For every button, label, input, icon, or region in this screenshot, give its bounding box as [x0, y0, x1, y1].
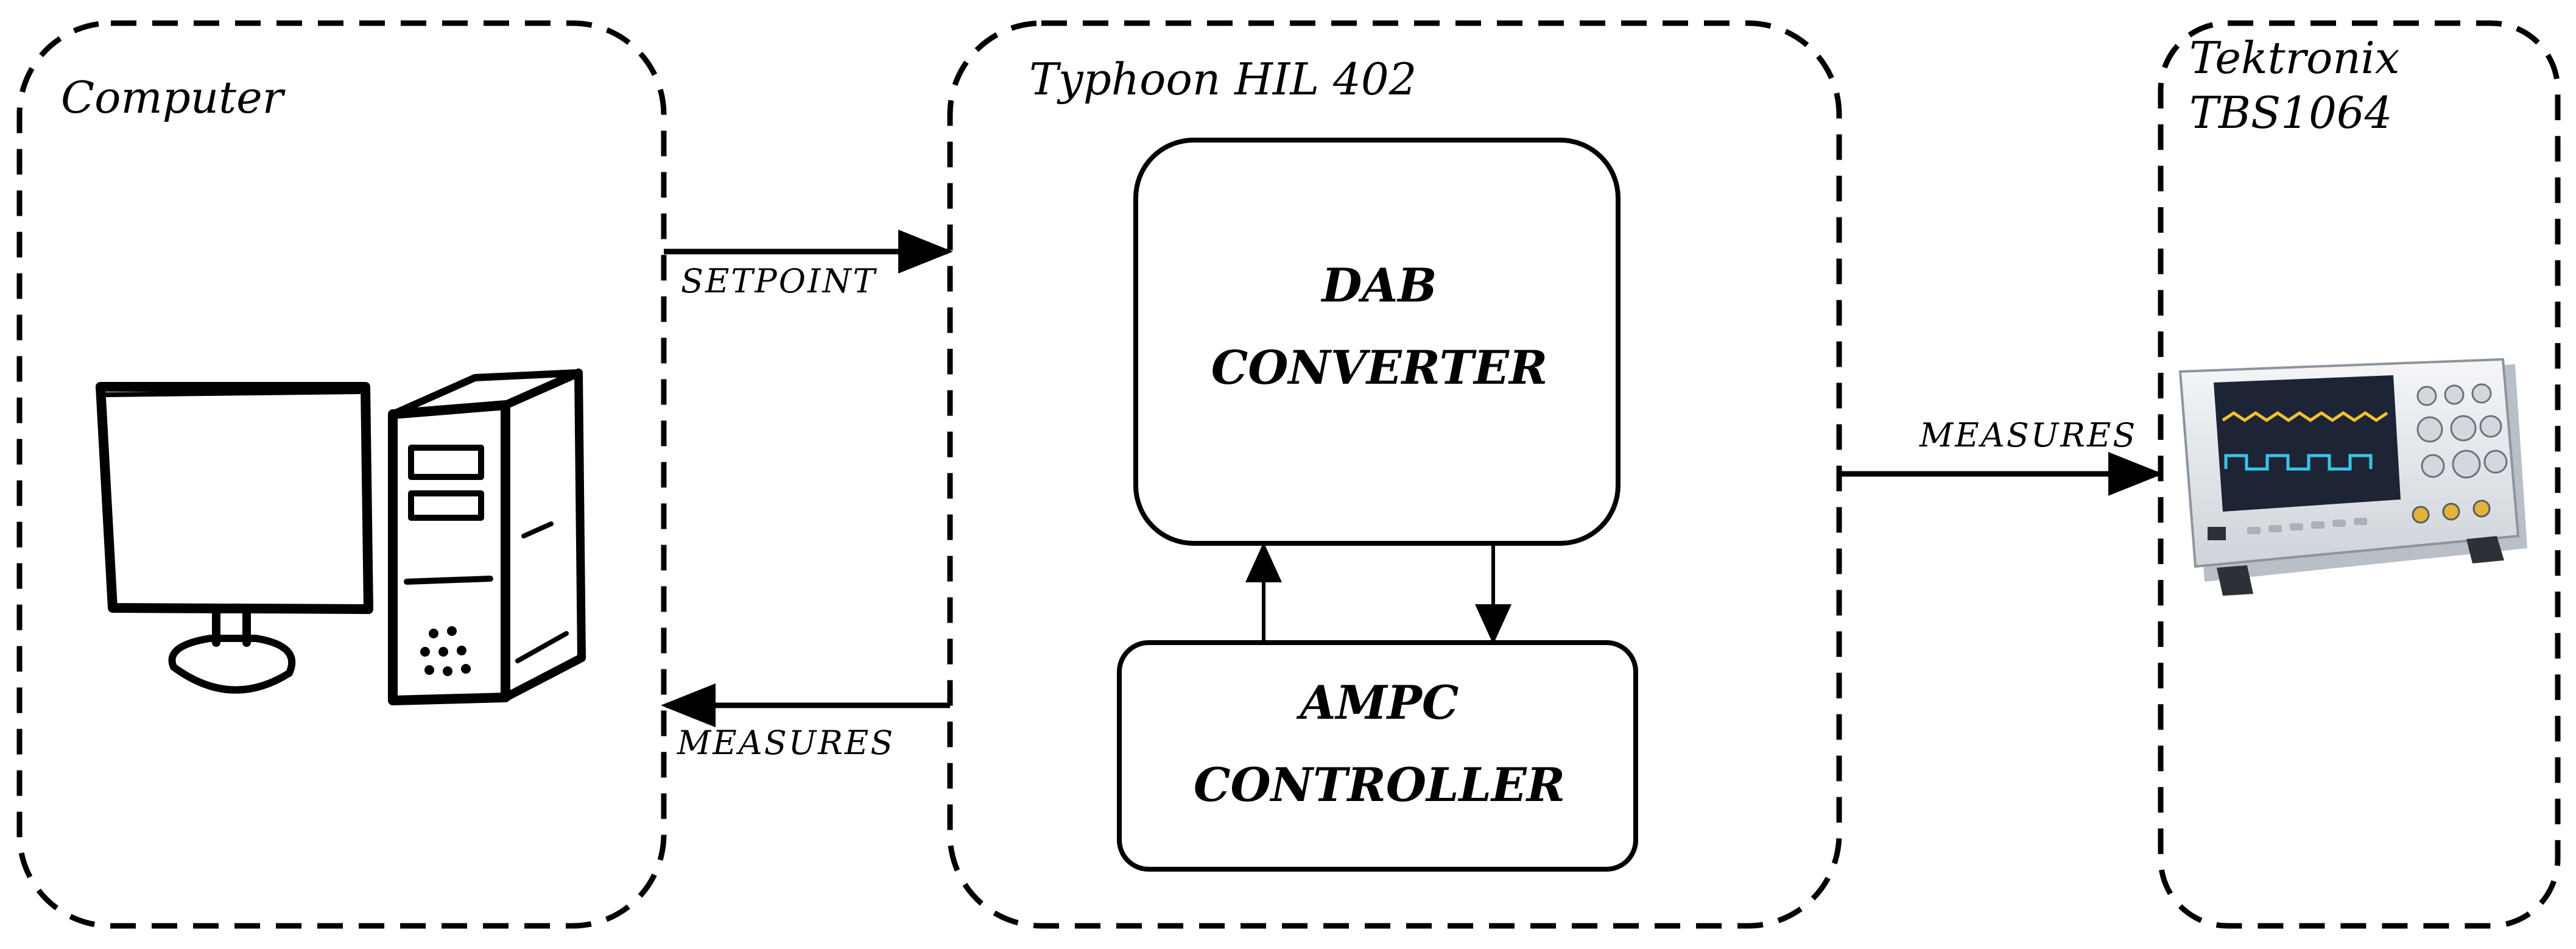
- ampc-controller-block: [1117, 640, 1638, 872]
- ampc-controller-label-line1: AMPC: [1297, 676, 1459, 730]
- tektronix-group-label-line2: TBS1064: [2189, 87, 2393, 138]
- computer-group-box: [16, 20, 667, 929]
- tektronix-group-label-line1: Tektronix: [2189, 32, 2399, 83]
- ampc-controller-label-line2: CONTROLLER: [1194, 758, 1565, 812]
- measures-to-computer-label: MEASURES: [677, 724, 895, 762]
- measures-to-scope-label: MEASURES: [1919, 416, 2137, 454]
- oscilloscope-icon: [2178, 358, 2527, 596]
- dab-converter-label-line2: CONVERTER: [1211, 340, 1548, 395]
- dab-converter-block: [1133, 138, 1621, 546]
- dab-converter-label-line1: DAB: [1320, 258, 1437, 312]
- computer-group-label: Computer: [61, 72, 286, 123]
- desktop-computer-icon: [96, 369, 586, 705]
- typhoon-group-label: Typhoon HIL 402: [1029, 54, 1416, 105]
- setpoint-arrow-label: SETPOINT: [681, 262, 878, 300]
